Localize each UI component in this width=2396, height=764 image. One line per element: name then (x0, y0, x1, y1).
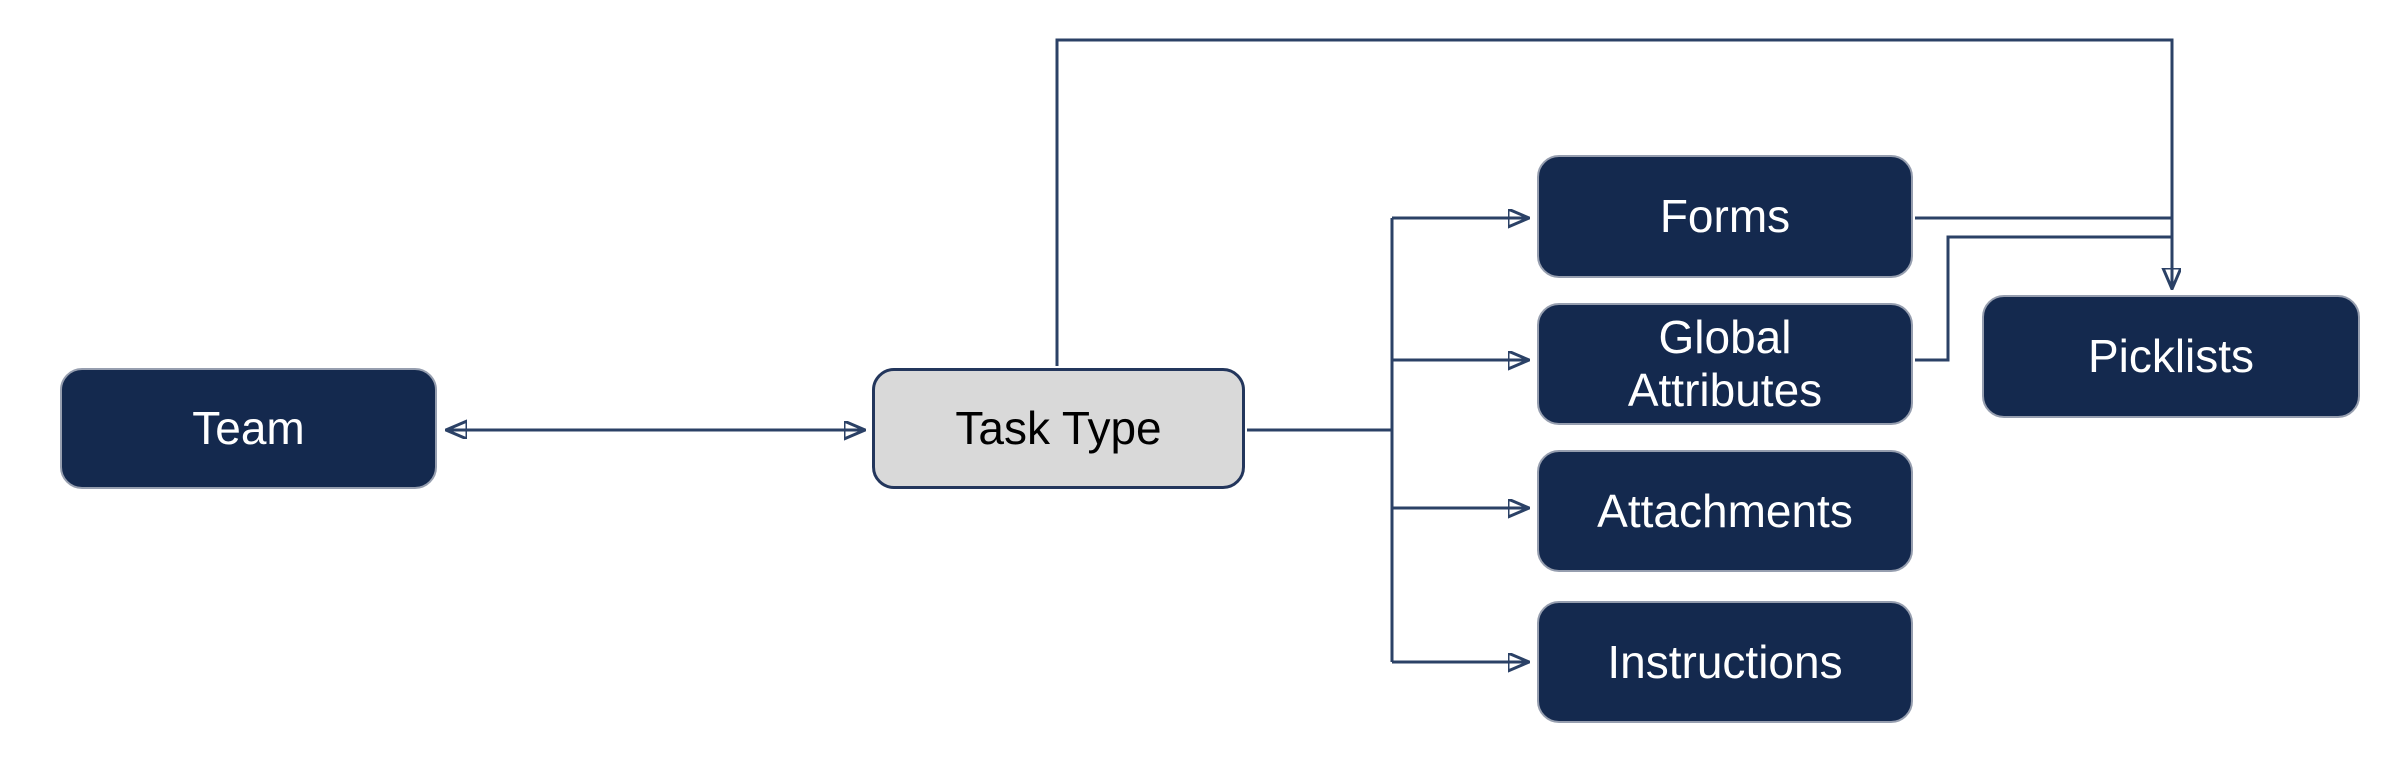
node-forms: Forms (1537, 155, 1913, 278)
node-forms-label: Forms (1659, 190, 1791, 243)
node-global-attributes: Global Attributes (1537, 303, 1913, 425)
node-instructions: Instructions (1537, 601, 1913, 723)
node-team-label: Team (192, 402, 305, 455)
node-picklists-label: Picklists (2087, 330, 2255, 383)
node-instructions-label: Instructions (1607, 635, 1843, 688)
node-global-attributes-label: Global Attributes (1627, 311, 1823, 416)
node-attachments: Attachments (1537, 450, 1913, 572)
edge-globalattributes-to-picklists (1915, 235, 2172, 362)
node-team: Team (60, 368, 437, 489)
node-task-type-label: Task Type (955, 402, 1162, 455)
node-picklists: Picklists (1982, 295, 2360, 418)
edge-tasktype-to-picklists (1055, 38, 2172, 366)
node-task-type: Task Type (872, 368, 1245, 489)
node-attachments-label: Attachments (1597, 484, 1853, 537)
